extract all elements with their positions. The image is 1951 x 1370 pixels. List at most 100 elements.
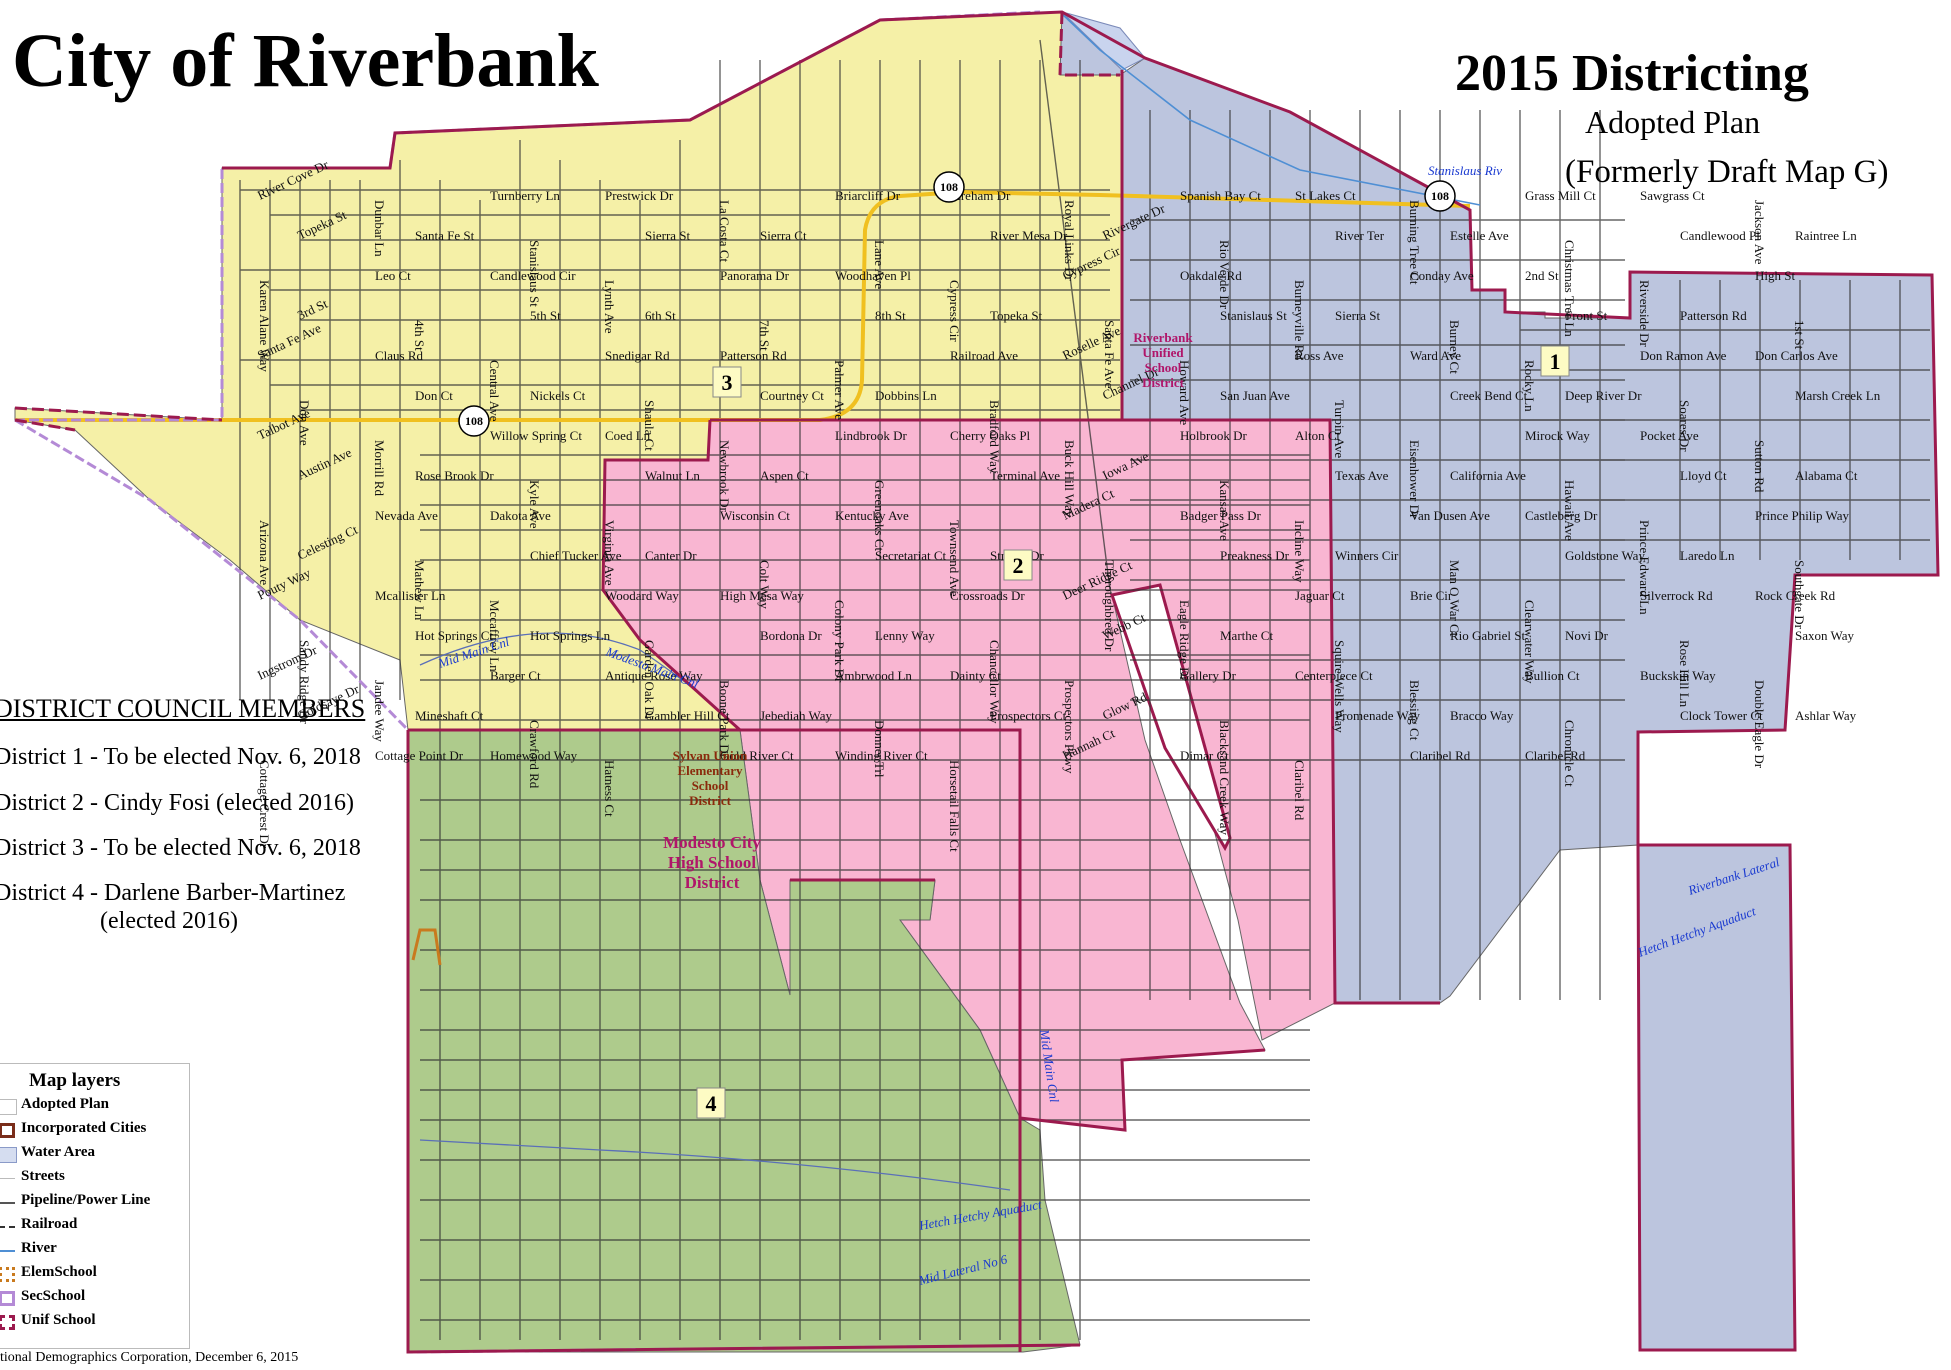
boundary-d2-d3 (601, 418, 1122, 732)
modesto-city-label-3: District (685, 873, 740, 892)
street-label: Brie Cir (1410, 588, 1453, 603)
street-label: Prospectors Ct (990, 708, 1067, 723)
street-label: Double Eagle Dr (1752, 680, 1767, 769)
secschool-swatch-icon (0, 1291, 15, 1306)
sylvan-union-label-1: Sylvan Union (673, 748, 749, 763)
street-label: Briarcliff Dr (835, 188, 901, 203)
street-label: Blessing Ct (1407, 680, 1422, 741)
council-member-4: District 4 - Darlene Barber-Martinez (0, 880, 346, 906)
legend-item-river: River (0, 1240, 189, 1262)
street-label: Bradford Way (987, 400, 1002, 474)
street-label: Squire Wells Way (1332, 640, 1347, 733)
district-4-area (407, 729, 1081, 1353)
street-label: Woodhaven Pl (835, 268, 911, 283)
legend-item-unif-school: Unif School (0, 1312, 189, 1334)
street-label: California Ave (1450, 468, 1526, 483)
street-label: Van Dusen Ave (1410, 508, 1490, 523)
street-label: Don Ave (297, 400, 312, 446)
street-label: Bullion Ct (1525, 668, 1580, 683)
council-member-1: District 1 - To be elected Nov. 6, 2018 (0, 744, 361, 770)
plan-heading: 2015 Districting (1455, 45, 1809, 102)
street-label: Conday Ave (1410, 268, 1474, 283)
district-1-label: 1 (1540, 345, 1570, 377)
streets-line-icon (0, 1178, 15, 1179)
street-label: Winding River Ct (835, 748, 928, 763)
street-label: Central Ave (487, 360, 502, 422)
street-label: Alabama Ct (1795, 468, 1858, 483)
street-label: Howard Ave (1177, 360, 1192, 425)
street-label: Patterson Rd (720, 348, 787, 363)
street-label: Hot Springs Ln (530, 628, 611, 643)
street-label: Aspen Ct (760, 468, 809, 483)
street-label: Sierra Ct (760, 228, 807, 243)
street-label: Rose Hill Ln (1677, 640, 1692, 708)
riverbank-unified-label-1: Riverbank (1133, 330, 1193, 345)
street-label: Stanislaus St (1220, 308, 1287, 323)
street-label: Silverrock Rd (1640, 588, 1713, 603)
highway-shield-108-3: 108 (458, 405, 490, 437)
street-label: Bracco Way (1450, 708, 1514, 723)
page-title: City of Riverbank (12, 19, 599, 103)
street-label: Boone Park Dr (717, 680, 732, 759)
street-label: Blacksand Creek Way (1217, 720, 1232, 835)
street-label: 1st St (1792, 320, 1807, 350)
street-label: Buckskin Way (1640, 668, 1716, 683)
street-label: Ambrwood Ln (835, 668, 912, 683)
street-label: Ashlar Way (1795, 708, 1857, 723)
street-label: Winners Cir (1335, 548, 1399, 563)
elemschool-swatch-icon (0, 1267, 15, 1282)
railroad-line-icon (0, 1226, 15, 1228)
council-member-2: District 2 - Cindy Fosi (elected 2016) (0, 790, 354, 816)
street-label: Shaula Ct (642, 400, 657, 451)
adopted-plan-swatch-icon (0, 1099, 17, 1115)
legend-item-streets: Streets (0, 1168, 189, 1190)
boundary-d1-d2 (1120, 70, 1440, 1005)
street-label: Mineshaft Ct (415, 708, 484, 723)
boundary-d2-d4 (740, 728, 1022, 1352)
street-label: Novi Dr (1565, 628, 1609, 643)
street-label: Deep River Dr (1565, 388, 1642, 403)
street-label: Burney Ct (1447, 320, 1462, 374)
street-label: Eisenhower Dr (1407, 440, 1422, 519)
street-label: High Mesa Way (720, 588, 804, 603)
district-2-label: 2 (1003, 549, 1033, 581)
street-label: Prince Philip Way (1755, 508, 1850, 523)
street-label: Prince Edward Ln (1637, 520, 1652, 615)
street-label: Ross Ave (1295, 348, 1344, 363)
street-label: Rocky Ln (1522, 360, 1537, 412)
street-label: Patterson Rd (1680, 308, 1747, 323)
street-label: Jebediah Way (760, 708, 832, 723)
unifschool-swatch-icon (0, 1315, 15, 1330)
street-label: Centerpiece Ct (1295, 668, 1373, 683)
street-label: Mathew Ln (412, 560, 427, 621)
street-label: Garden Oak Dr (642, 640, 657, 721)
legend-title: Map layers (29, 1070, 121, 1091)
street-label: Buck Hill Way (1062, 440, 1077, 518)
street-label: Gallery Dr (1180, 668, 1237, 683)
svg-text:4: 4 (706, 1091, 717, 1116)
street-label: Gold River Ct (720, 748, 794, 763)
street-label: Grass Mill Ct (1525, 188, 1596, 203)
street-label: Claribel Rd (1410, 748, 1471, 763)
sylvan-union-label-2: Elementary (678, 763, 743, 778)
street-label: Thoroughbred Dr (1102, 560, 1117, 652)
boundary-d4-bottom (406, 728, 1081, 1354)
street-label: Turnberry Ln (490, 188, 560, 203)
street-label: Townsend Ave (947, 520, 962, 597)
street-label: Kentucky Ave (835, 508, 909, 523)
street-label: Prestwick Dr (605, 188, 674, 203)
streets-layer (239, 39, 1930, 1340)
street-label: Cherry Oaks Pl (950, 428, 1031, 443)
street-label: Woodard Way (605, 588, 679, 603)
street-label: Sutton Rd (1752, 440, 1767, 493)
street-label: Don Ramon Ave (1640, 348, 1727, 363)
street-label: Hawaii Ave (1562, 480, 1577, 541)
street-label: Hatness Ct (602, 760, 617, 817)
svg-text:108: 108 (940, 180, 958, 194)
street-label: Lane Ave (872, 240, 887, 289)
street-label: Preakness Dr (1220, 548, 1290, 563)
street-label: Willow Spring Ct (490, 428, 582, 443)
street-label: Sierra St (1335, 308, 1381, 323)
street-label: Homewood Way (490, 748, 578, 763)
